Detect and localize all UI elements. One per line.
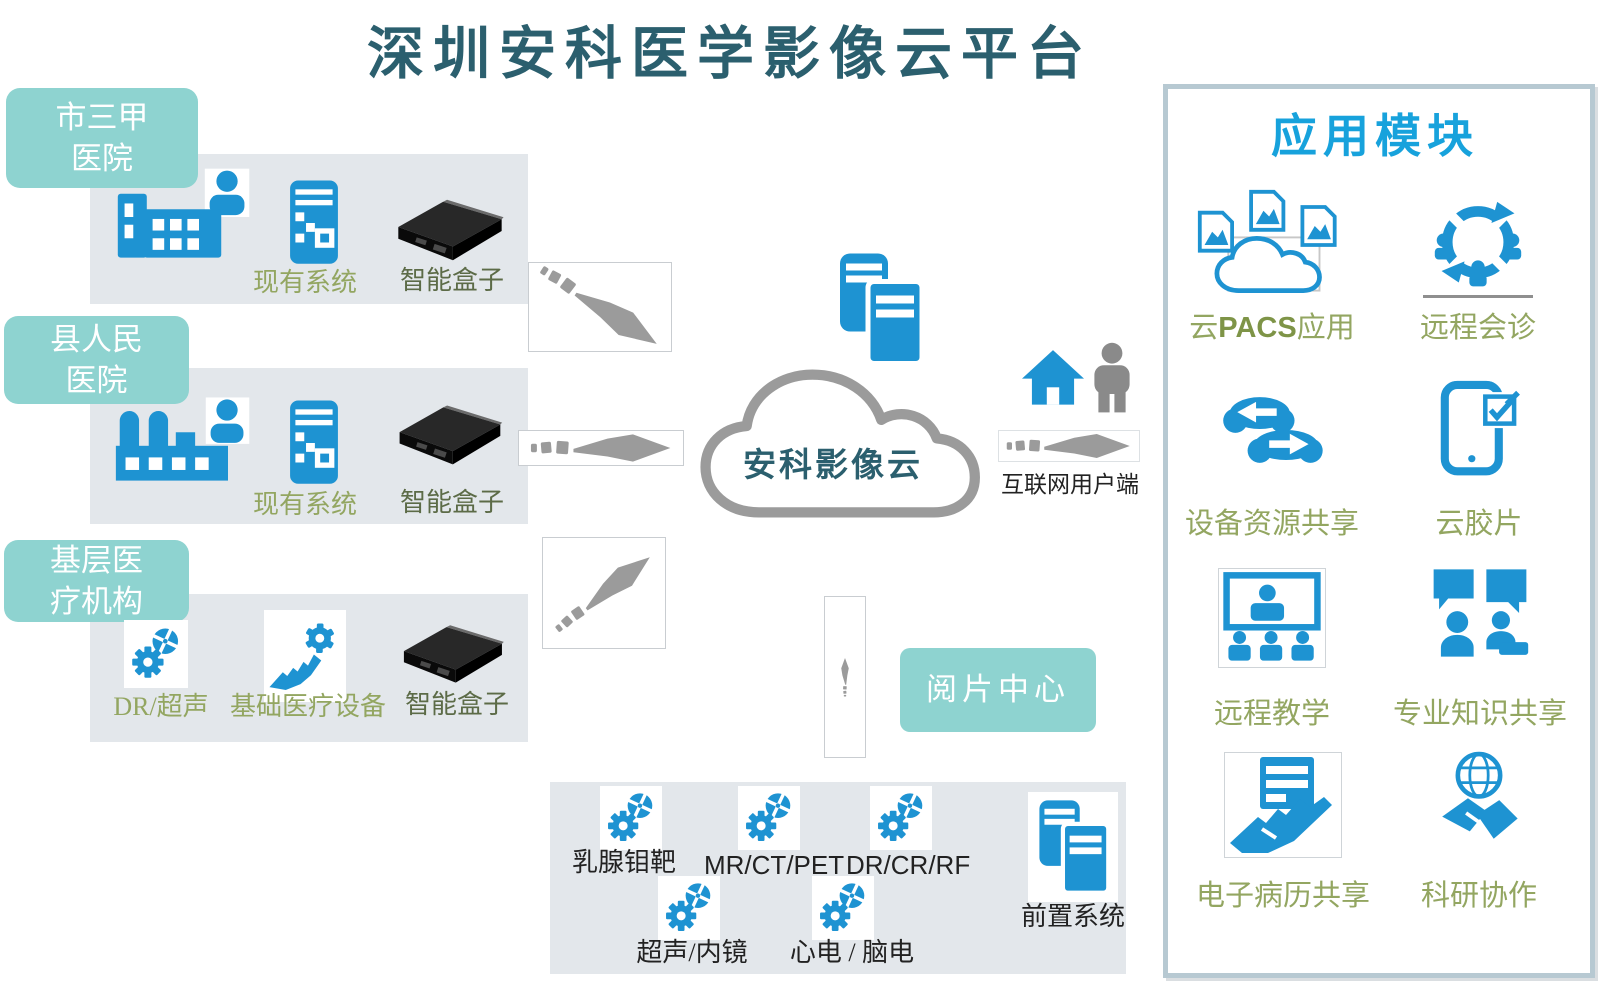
front-system-tile <box>1028 792 1118 902</box>
module-cloud-pacs: 云PACS应用 <box>1172 188 1372 346</box>
arrow-tier2-to-cloud <box>518 430 684 466</box>
brush-arrow-icon <box>531 253 670 361</box>
hospital-tier2-tag: 县人民 医院 <box>4 316 189 404</box>
house-icon <box>1022 348 1084 408</box>
dr-ultrasound-label: DR/超声 <box>113 692 209 721</box>
cloud-sync-icon <box>1211 382 1333 478</box>
module-remote-consult: 远程会诊 <box>1402 198 1554 346</box>
brush-arrow-icon <box>545 541 663 644</box>
device-tile <box>600 786 662 850</box>
presentation-icon <box>1221 571 1323 665</box>
smart-box-icon <box>390 190 508 268</box>
basic-equipment-label: 基础医疗设备 <box>229 692 386 721</box>
tag-line: 疗机构 <box>50 584 143 619</box>
internet-user-label: 互联网用户端 <box>1001 472 1139 497</box>
module-emr-share: 电子病历共享 <box>1184 752 1382 914</box>
hospital-tier1-tag: 市三甲 医院 <box>6 88 198 188</box>
device-tile <box>124 620 188 688</box>
tablet-check-icon <box>1434 376 1524 482</box>
brush-arrow-icon <box>524 431 679 465</box>
arrow-tier3-to-cloud <box>542 537 666 649</box>
device-tile <box>264 610 346 702</box>
existing-system-label: 现有系统 <box>252 268 357 297</box>
module-label: 电子病历共享 <box>1195 880 1370 912</box>
medical-device-icon <box>661 879 717 937</box>
module-research-collab: 科研协作 <box>1408 748 1550 914</box>
cloud-label: 安科影像云 <box>743 448 923 484</box>
module-label: 远程教学 <box>1213 698 1330 730</box>
medical-device-icon <box>741 789 797 847</box>
arrow-bottom-to-cloud <box>824 596 866 758</box>
brush-arrow-icon <box>1003 431 1135 461</box>
hospital-building-icon <box>112 168 257 266</box>
server-stack-icon <box>1031 797 1115 897</box>
module-remote-teaching: 远程教学 <box>1188 568 1356 732</box>
module-device-share: 设备资源共享 <box>1168 382 1376 542</box>
smart-box-label: 智能盒子 <box>404 690 509 719</box>
smart-box-icon <box>394 616 510 690</box>
tag-line: 基层医 <box>50 543 143 578</box>
ultrasound-endoscope-label: 超声/内镜 <box>636 938 748 967</box>
handshake-globe-icon <box>1433 748 1525 854</box>
module-label: 专业知识共享 <box>1392 698 1567 730</box>
hand-device-icon <box>268 614 342 698</box>
smart-box-label: 智能盒子 <box>399 266 504 295</box>
dr-cr-rf-label: DR/CR/RF <box>846 850 971 880</box>
hospital-tier3-tag: 基层医 疗机构 <box>4 540 189 622</box>
device-tile <box>658 876 720 940</box>
server-tower-icon <box>283 178 345 268</box>
medical-device-icon <box>873 789 929 847</box>
person-icon <box>1088 342 1136 414</box>
front-system-label: 前置系统 <box>1020 902 1125 931</box>
device-tile <box>870 786 932 850</box>
brush-arrow-icon <box>827 657 863 697</box>
module-label: 云PACS应用 <box>1189 312 1355 344</box>
chat-people-icon <box>1430 564 1530 662</box>
mr-ct-pet-label: MR/CT/PET <box>704 850 845 880</box>
tag-line: 市三甲 <box>55 100 149 135</box>
tag-line: 县人民 <box>50 322 143 357</box>
smart-box-icon <box>390 396 508 472</box>
icon-tile <box>1224 752 1342 858</box>
cloud-images-icon <box>1186 188 1358 302</box>
module-label: 远程会诊 <box>1419 312 1536 344</box>
hand-document-icon <box>1227 755 1339 855</box>
existing-system-label: 现有系统 <box>252 490 357 519</box>
people-cycle-icon <box>1428 198 1528 294</box>
device-tile <box>812 876 874 940</box>
icon-underline <box>1423 294 1533 298</box>
clinic-building-icon <box>112 390 257 490</box>
arrow-cloud-to-user <box>998 430 1140 462</box>
server-tower-icon <box>283 398 345 488</box>
app-modules-header: 应用模块 <box>1271 111 1479 162</box>
medical-device-icon <box>815 879 871 937</box>
tag-line: 医院 <box>65 363 128 398</box>
module-label: 设备资源共享 <box>1184 508 1359 540</box>
medical-device-icon <box>127 624 185 684</box>
module-label: 科研协作 <box>1420 880 1537 912</box>
module-cloud-film: 云胶片 <box>1408 376 1550 542</box>
arrow-tier1-to-cloud <box>528 262 672 352</box>
tag-line: 医院 <box>71 141 133 176</box>
reading-center-box: 阅片中心 <box>900 648 1096 732</box>
medical-device-icon <box>603 789 659 847</box>
mammography-label: 乳腺钼靶 <box>571 848 676 877</box>
icon-tile <box>1218 568 1326 668</box>
ecg-eeg-label: 心电 / 脑电 <box>789 938 915 967</box>
page-title: 深圳安科医学影像云平台 <box>367 23 1093 86</box>
module-knowledge-share: 专业知识共享 <box>1384 564 1576 732</box>
device-tile <box>738 786 800 850</box>
module-label: 云胶片 <box>1435 508 1523 540</box>
smart-box-label: 智能盒子 <box>399 488 504 517</box>
cloud-shape <box>700 369 980 518</box>
